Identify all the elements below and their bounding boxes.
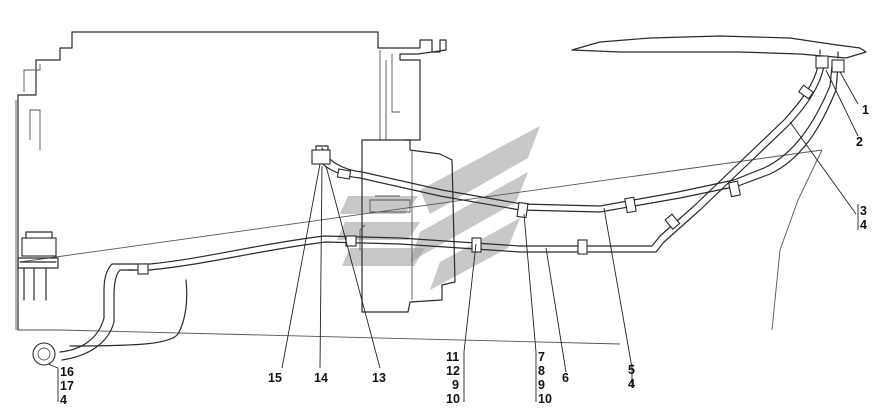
frame-rail bbox=[18, 149, 823, 345]
callout-15: 15 bbox=[268, 371, 282, 385]
line-clamps bbox=[137, 84, 814, 275]
callout-14: 14 bbox=[314, 371, 328, 385]
callout-1: 1 bbox=[862, 103, 869, 117]
callout-11: 11 bbox=[446, 350, 459, 364]
callout-9b: 9 bbox=[452, 378, 459, 392]
callout-3: 3 bbox=[860, 204, 867, 218]
callout-4: 4 bbox=[60, 393, 67, 407]
fuel-pump-fitting bbox=[311, 145, 331, 165]
callout-10a: 10 bbox=[538, 392, 552, 406]
callout-labels: 1 2 3 4 5 4 6 7 8 9 10 11 12 9 10 13 14 … bbox=[60, 103, 869, 407]
callout-9a: 9 bbox=[538, 378, 545, 392]
callout-16: 16 bbox=[60, 365, 74, 379]
callout-12: 12 bbox=[446, 364, 460, 378]
fuel-filter-bracket bbox=[17, 231, 59, 301]
callout-5: 5 bbox=[628, 363, 635, 377]
cab-floor-panel bbox=[571, 35, 867, 59]
leader-lines bbox=[47, 69, 859, 402]
return-fuel-line bbox=[315, 65, 839, 213]
suction-pipe bbox=[59, 263, 188, 361]
callout-3-sub: 4 bbox=[860, 218, 867, 232]
tank-couplings bbox=[815, 49, 845, 73]
callout-6: 6 bbox=[562, 371, 569, 385]
callout-17: 17 bbox=[60, 379, 74, 393]
callout-5-sub: 4 bbox=[628, 377, 635, 391]
callout-7: 7 bbox=[538, 350, 545, 364]
callout-10b: 10 bbox=[446, 392, 460, 406]
engine-block-outline bbox=[15, 31, 447, 331]
banjo-fitting bbox=[32, 342, 56, 366]
callout-8: 8 bbox=[538, 364, 545, 378]
callout-13: 13 bbox=[372, 371, 386, 385]
callout-2: 2 bbox=[856, 135, 863, 149]
